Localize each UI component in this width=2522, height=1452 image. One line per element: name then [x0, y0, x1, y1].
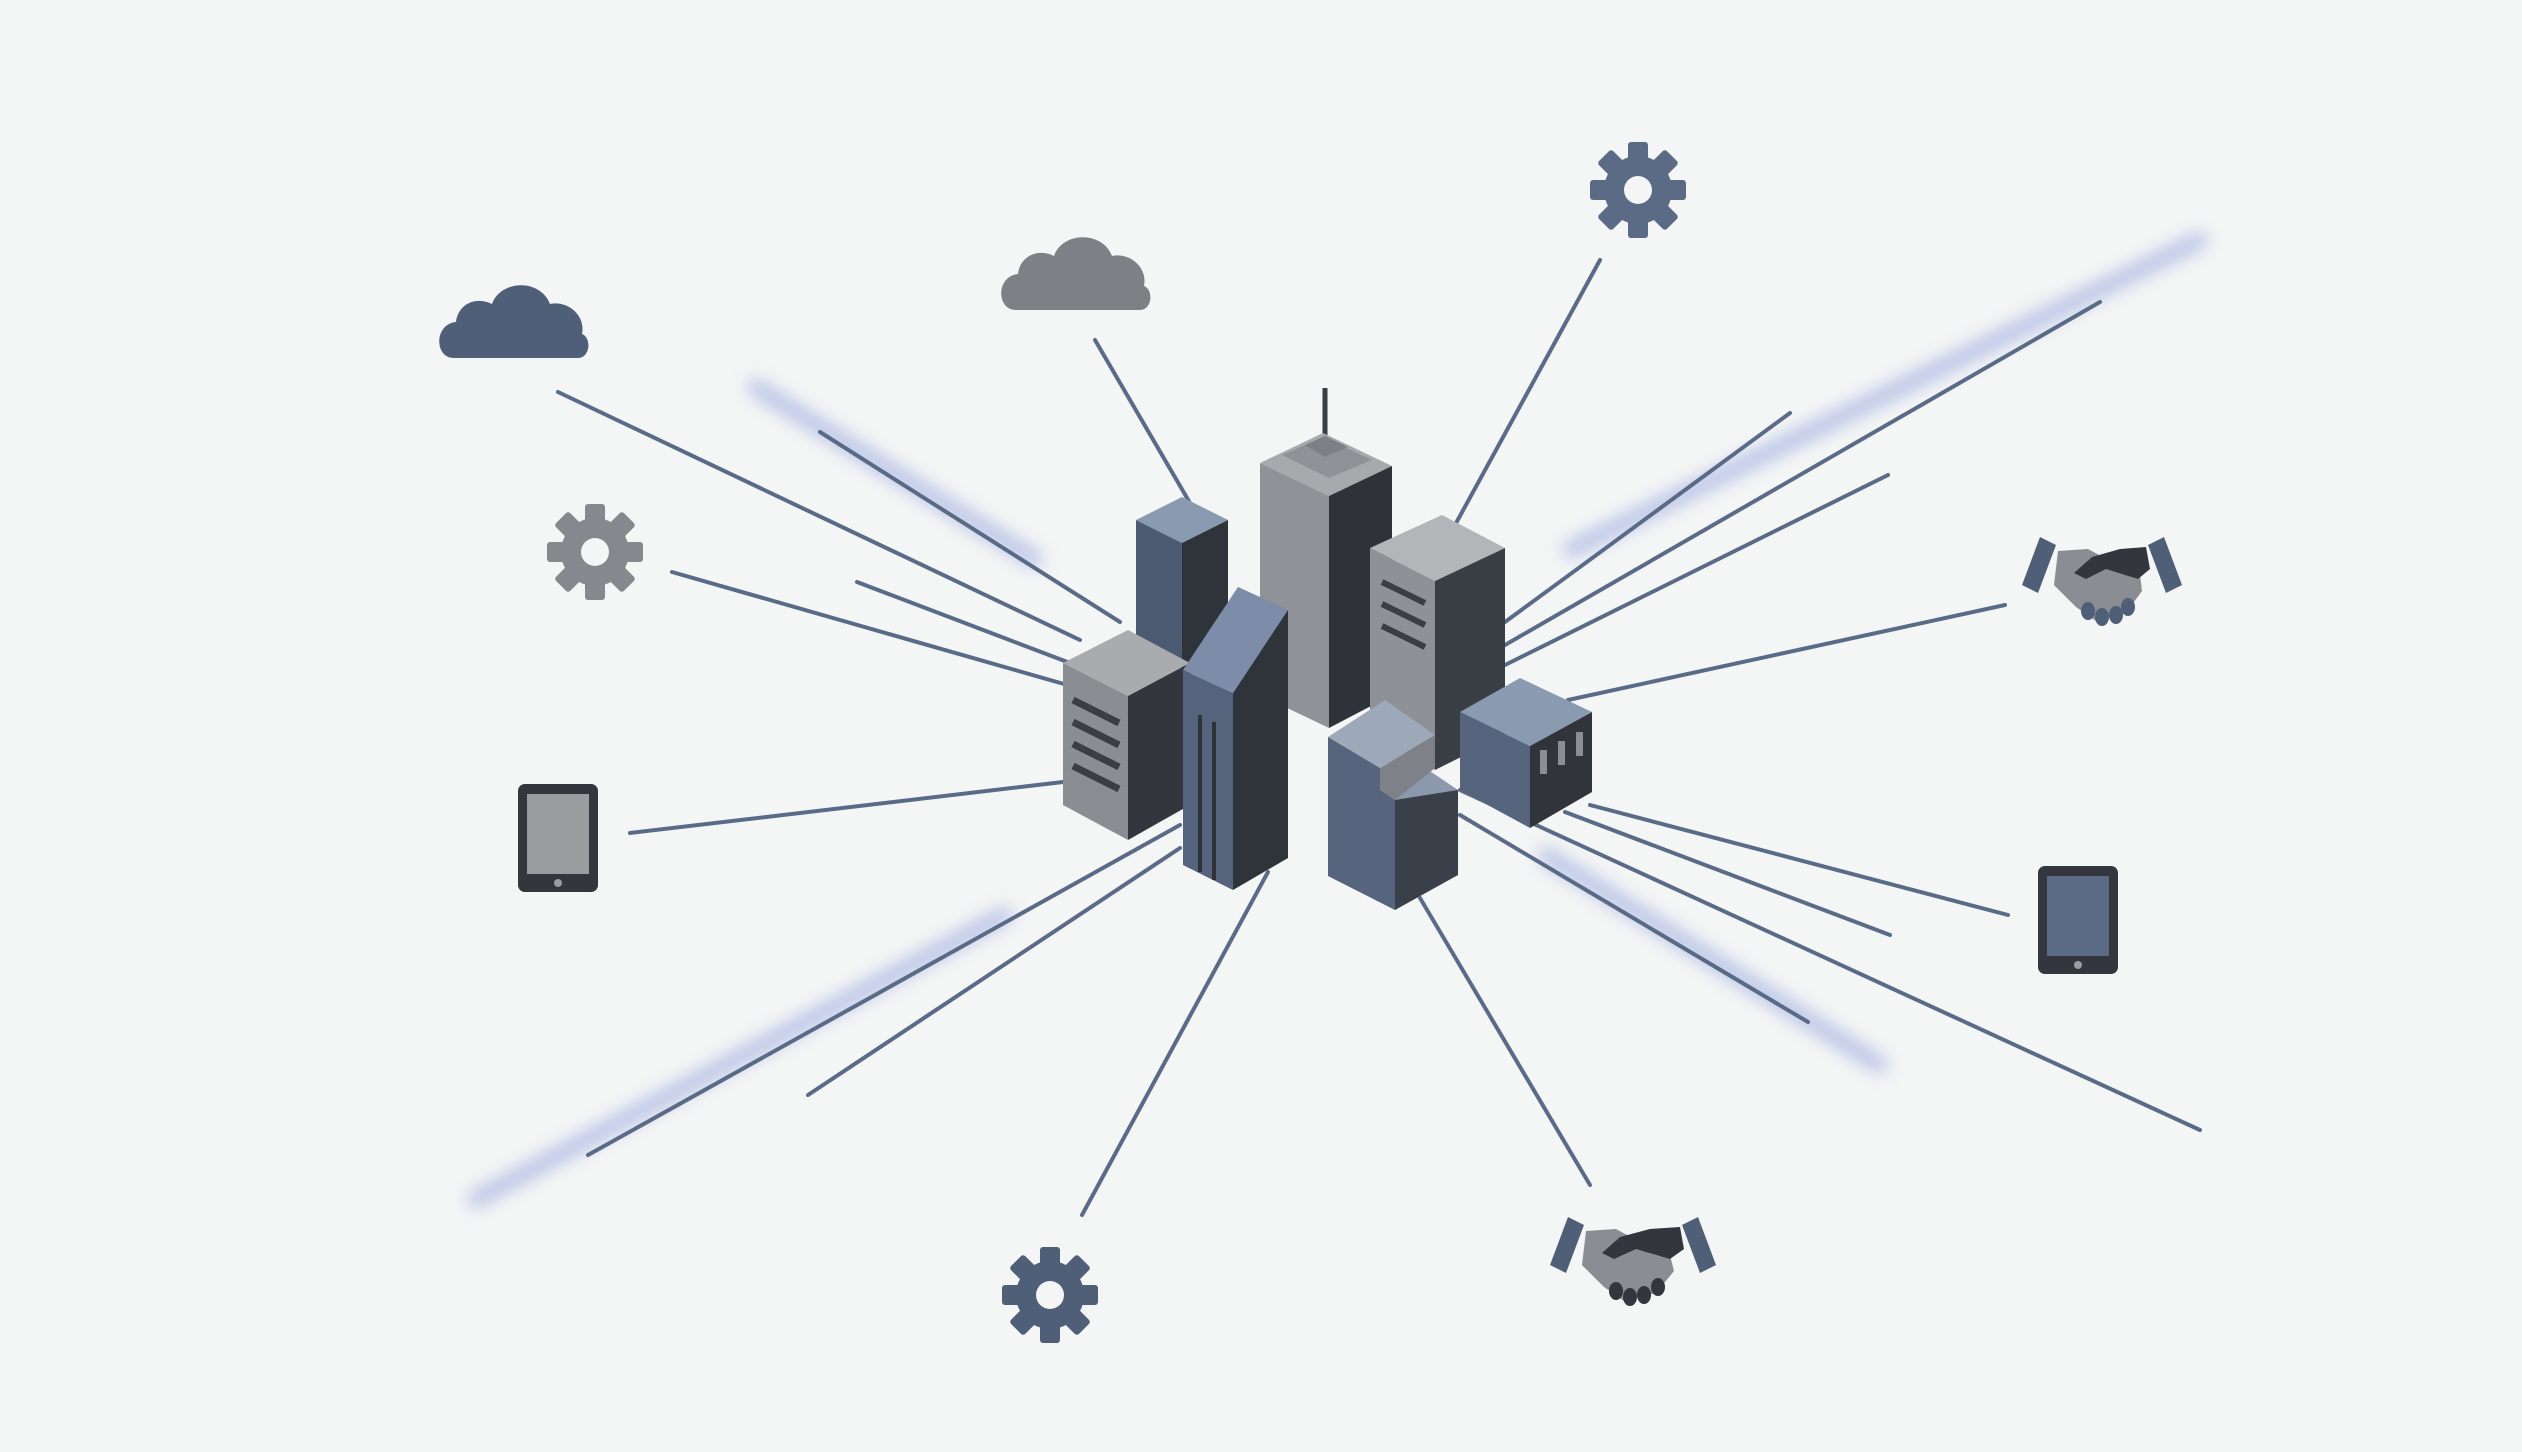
connector-line — [1458, 788, 2202, 1132]
handshake-icon — [2022, 537, 2182, 626]
tablet-icon — [2038, 866, 2118, 974]
gear-icon — [1590, 142, 1686, 238]
handshake-icon — [1550, 1217, 1716, 1306]
connector-line — [1566, 603, 2007, 702]
building-right-small-block — [1460, 678, 1592, 828]
building-cluster — [1063, 388, 1592, 910]
connector-lines — [556, 258, 2202, 1217]
connector-line — [1093, 338, 1192, 505]
building-left-slate-tower — [1136, 497, 1228, 668]
connector-line — [556, 390, 1082, 642]
connector-line — [818, 430, 1122, 624]
connector-line — [1503, 300, 2102, 647]
cloud-icon — [439, 285, 589, 358]
connector-line — [628, 780, 1065, 835]
connector-line — [1080, 870, 1270, 1217]
connector-line — [1458, 813, 1810, 1024]
connector-line — [1418, 896, 1592, 1187]
glow-streak — [468, 908, 1012, 1207]
cloud-icon — [1001, 237, 1151, 310]
gear-icon — [1002, 1247, 1098, 1343]
connector-line — [670, 570, 1080, 690]
building-front-slate-tower — [1183, 587, 1288, 890]
connector-line — [1588, 803, 2010, 917]
building-front-small-block — [1328, 700, 1458, 910]
gear-icon — [547, 504, 643, 600]
building-left-gray-block — [1063, 630, 1190, 840]
connector-line — [855, 580, 1072, 665]
connector-line — [1453, 258, 1602, 527]
glow-streak — [1538, 848, 1887, 1072]
connector-line — [586, 823, 1182, 1157]
tablet-icon — [518, 784, 598, 892]
connector-line — [806, 846, 1182, 1097]
connector-line — [1503, 473, 1890, 667]
glow-streak — [748, 380, 1042, 567]
connector-line — [1503, 411, 1792, 624]
connector-line — [1563, 810, 1892, 937]
